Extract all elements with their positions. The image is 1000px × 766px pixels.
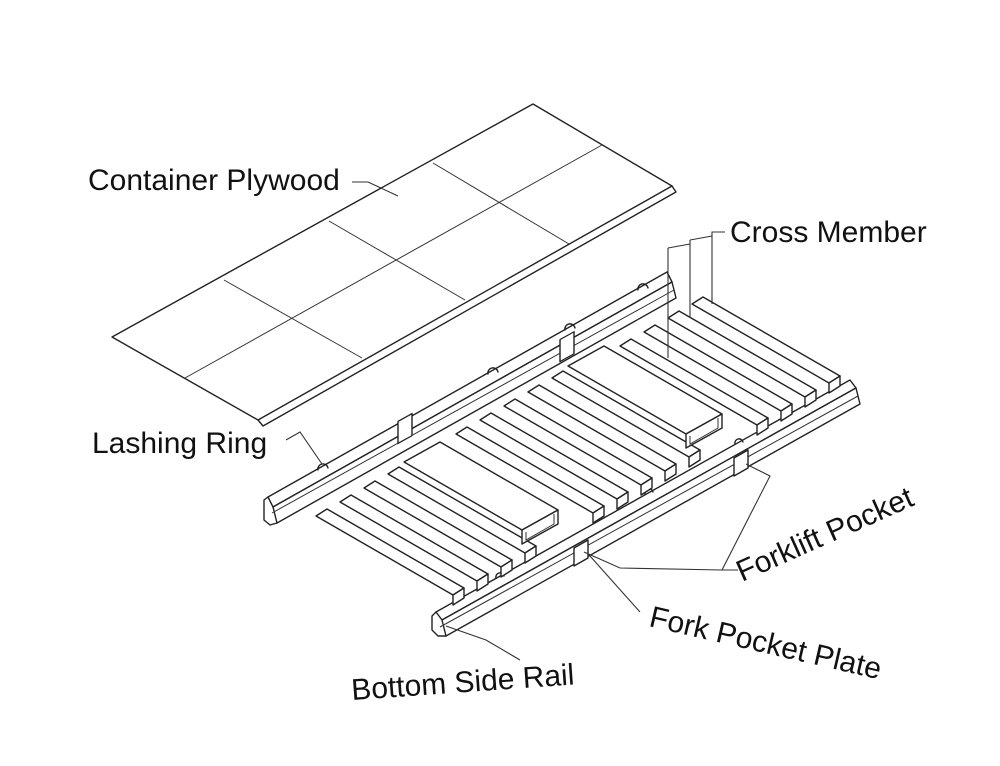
cross-member [643, 324, 793, 422]
label-container-plywood: Container Plywood [88, 164, 340, 197]
label-lashing-ring: Lashing Ring [92, 427, 267, 460]
cross-member [551, 370, 701, 468]
cross-member [387, 466, 537, 564]
label-fork-pocket-plate: Fork Pocket Plate [646, 601, 884, 686]
leader-lines [285, 181, 771, 661]
back-bottom-side-rail [263, 271, 677, 526]
label-bottom-side-rail: Bottom Side Rail [350, 658, 575, 707]
cross-member [619, 338, 769, 436]
cross-member [339, 494, 489, 592]
cross-member [503, 398, 653, 496]
front-bottom-side-rail [431, 379, 861, 637]
lashing-ring-icon [317, 283, 649, 471]
forklift-pocket-channel [567, 345, 723, 449]
forklift-pocket-channel [403, 441, 559, 545]
container-plywood-panel [111, 103, 677, 427]
cross-member [479, 412, 629, 510]
cross-members [315, 296, 841, 606]
cross-member [527, 384, 677, 482]
cross-member [315, 508, 465, 606]
cross-member [667, 310, 817, 408]
cross-member [455, 426, 605, 524]
cross-member [363, 480, 513, 578]
cross-member [691, 296, 841, 394]
label-cross-member: Cross Member [730, 216, 927, 249]
